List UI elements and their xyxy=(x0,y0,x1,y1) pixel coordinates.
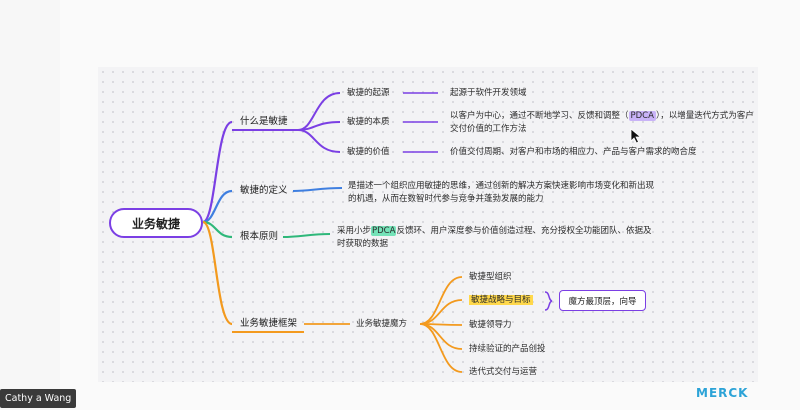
principle-text-pre: 采用小步 xyxy=(337,226,372,236)
b1-item-essence[interactable]: 敏捷的本质 xyxy=(347,117,390,127)
branch4-node[interactable]: 业务敏捷框架 xyxy=(240,318,298,329)
mouse-cursor-icon xyxy=(630,128,642,144)
b4-item-strategy[interactable]: 敏捷战略与目标 xyxy=(469,294,533,307)
b1-detail-origin: 起源于软件开发领域 xyxy=(450,88,527,98)
b2-detail: 是描述一个组织应用敏捷的思维，通过创新的解决方案快速影响市场变化和新出现的机遇，… xyxy=(348,181,655,204)
branch2-node[interactable]: 敏捷的定义 xyxy=(240,185,288,196)
root-label: 业务敏捷 xyxy=(131,216,180,231)
root-node[interactable]: 业务敏捷 xyxy=(109,208,203,238)
b3-detail: 采用小步PDCA反馈环、用户深度参与价值创造过程、充分授权全功能团队、依据及时获… xyxy=(337,225,657,251)
left-panel xyxy=(0,0,61,410)
strategy-highlight: 敏捷战略与目标 xyxy=(469,295,533,305)
essence-highlight-pdca: PDCA xyxy=(628,111,656,121)
participant-name-label: Cathy a Wang xyxy=(0,389,77,408)
note-text: 魔方最顶层，向导 xyxy=(568,296,637,307)
b1-item-value[interactable]: 敏捷的价值 xyxy=(347,147,390,157)
b4-sub-node[interactable]: 业务敏捷魔方 xyxy=(356,319,408,329)
principle-text-post: 反馈环、用户深度参与价值创造过程、充分授权全功能团队、依据及时获取的数据 xyxy=(337,226,652,249)
branch3-node[interactable]: 根本原则 xyxy=(240,231,279,242)
b4-item-delivery[interactable]: 迭代式交付与运营 xyxy=(469,367,538,377)
essence-text-post: ），以增量迭代方式为客户交付价值的工作方法 xyxy=(450,111,754,134)
b1-item-origin[interactable]: 敏捷的起源 xyxy=(347,88,390,98)
note-box[interactable]: 魔方最顶层，向导 xyxy=(559,290,646,311)
branch1-node[interactable]: 什么是敏捷 xyxy=(240,116,288,127)
merck-logo: MERCK xyxy=(696,386,749,400)
principle-highlight-pdca: PDCA xyxy=(371,226,397,236)
b4-item-product[interactable]: 持续验证的产品创投 xyxy=(469,344,546,354)
b1-detail-essence: 以客户为中心，通过不断地学习、反馈和调整（PDCA），以增量迭代方式为客户交付价… xyxy=(450,110,755,136)
essence-text-pre: 以客户为中心，通过不断地学习、反馈和调整（ xyxy=(450,111,629,121)
b1-detail-value: 价值交付周期、对客户和市场的相应力、产品与客户需求的吻合度 xyxy=(450,147,697,157)
b4-item-org[interactable]: 敏捷型组织 xyxy=(469,272,512,282)
b4-item-leadership[interactable]: 敏捷领导力 xyxy=(469,320,512,330)
